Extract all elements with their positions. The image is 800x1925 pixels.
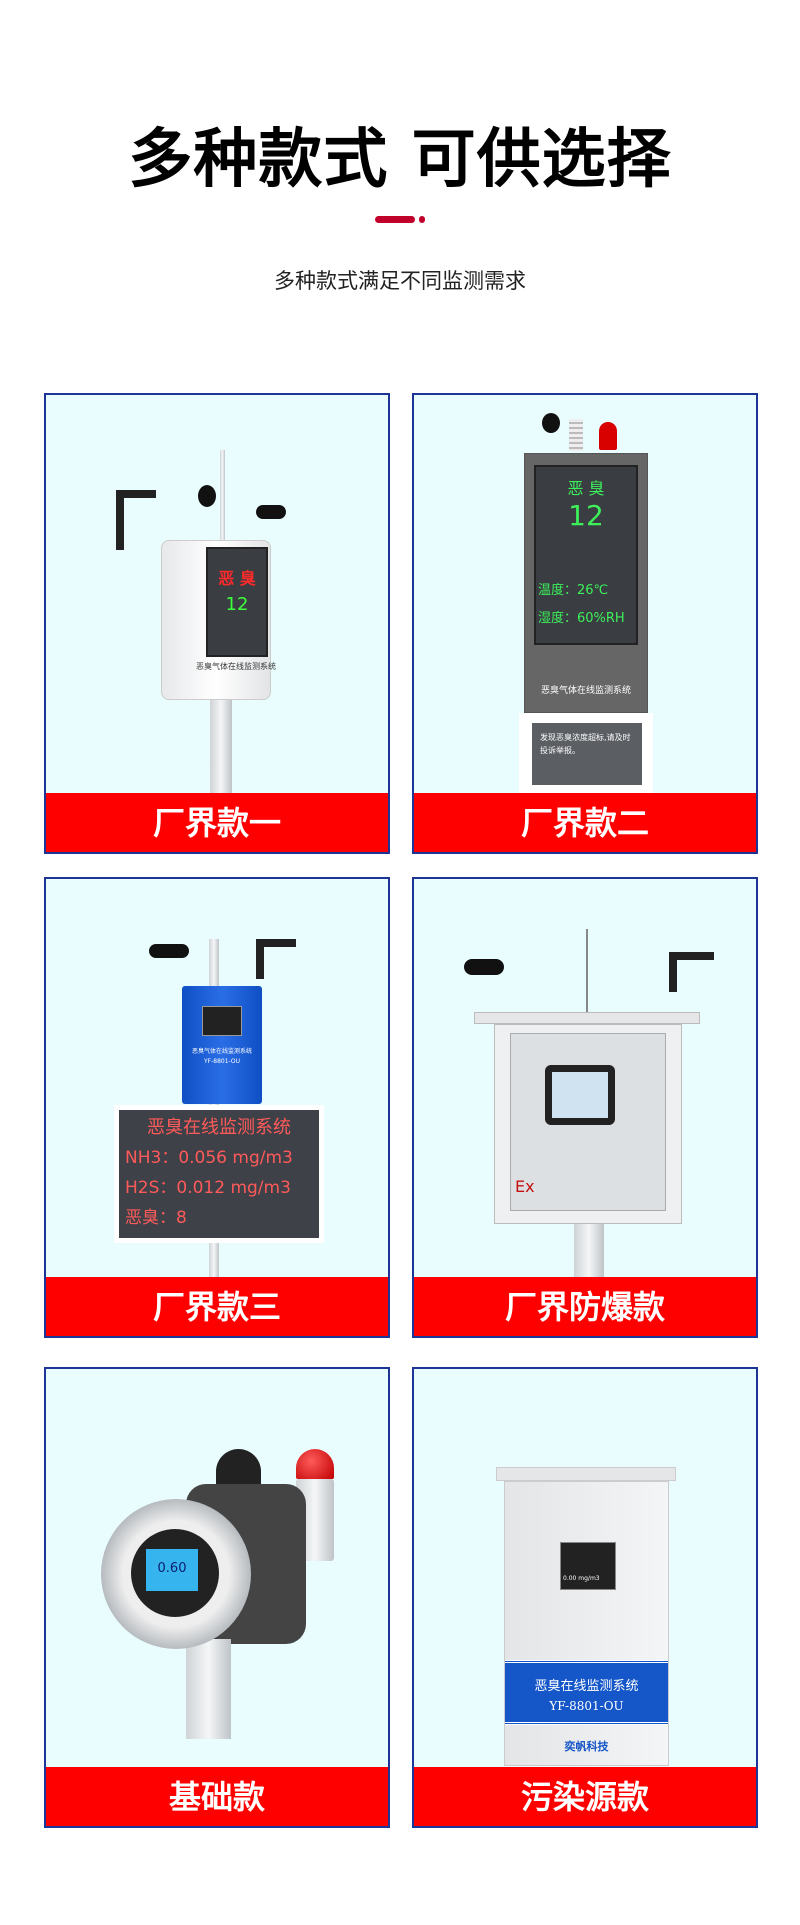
title-divider-dot xyxy=(419,216,425,223)
cabinet-roof xyxy=(496,1467,676,1481)
card-label: 厂界款三 xyxy=(46,1277,388,1336)
product-card-1[interactable]: 恶 臭 12 恶臭气体在线监测系统 厂界款一 xyxy=(44,393,390,854)
model-text: YF-8801-OU xyxy=(549,1699,624,1713)
card-label: 厂界款二 xyxy=(414,793,756,852)
panel-text: 恶臭在线监测系统 xyxy=(534,1679,639,1694)
screen-value: 12 xyxy=(568,499,604,532)
title-divider xyxy=(375,216,415,223)
notice-plate: 发现恶臭浓度超标,请及时投诉举报。 xyxy=(532,723,642,785)
antenna xyxy=(220,450,225,540)
model-text: YF-8801-OU xyxy=(204,1058,240,1065)
led-nh3: NH3：0.056 mg/m3 xyxy=(125,1148,293,1168)
screen-value: 12 xyxy=(225,594,249,615)
screen-title: 恶 臭 xyxy=(567,479,605,498)
wind-vane-icon xyxy=(116,490,156,550)
product-card-5[interactable]: 0.60 基础款 xyxy=(44,1367,390,1828)
lcd-screen: 0.60 xyxy=(146,1549,198,1591)
lcd-value: 0.60 xyxy=(157,1561,187,1576)
mini-screen xyxy=(202,1006,242,1036)
panel-text: 恶臭气体在线监测系统 xyxy=(191,1048,252,1055)
ex-mark: Ex xyxy=(515,1177,535,1196)
anemometer-icon xyxy=(464,959,504,975)
product-card-3[interactable]: 恶臭气体在线监测系统 YF-8801-OU 恶臭在线监测系统 NH3：0.056… xyxy=(44,877,390,1338)
page-title: 多种款式 可供选择 xyxy=(128,123,672,197)
noise-sensor-icon xyxy=(198,485,216,507)
card-label: 厂界款一 xyxy=(46,793,388,852)
card-label: 厂界防爆款 xyxy=(414,1277,756,1336)
antenna xyxy=(586,929,588,1024)
led-odor: 恶臭：8 xyxy=(125,1208,187,1228)
blue-nameplate: 恶臭在线监测系统 YF-8801-OU xyxy=(505,1660,668,1725)
product-card-2[interactable]: 恶 臭 12 温度：26℃ 湿度：60%RH 恶臭气体在线监测系统 发现恶臭浓度… xyxy=(412,393,758,854)
alarm-light-icon xyxy=(599,422,617,450)
screen-temp: 温度：26℃ xyxy=(538,583,609,598)
cabinet-screen: 0.00 mg/m3 xyxy=(560,1542,616,1590)
product-card-4[interactable]: Ex 厂界防爆款 xyxy=(412,877,758,1338)
panel-text: 恶臭气体在线监测系统 xyxy=(540,686,631,696)
screen-value: 0.00 mg/m3 xyxy=(563,1575,600,1582)
wind-vane-icon xyxy=(669,952,714,992)
monitor-box: 恶臭气体在线监测系统 YF-8801-OU xyxy=(182,986,262,1104)
device-screen: 恶 臭 12 温度：26℃ 湿度：60%RH xyxy=(534,465,638,645)
screen-title: 恶 臭 xyxy=(218,569,256,588)
device-screen: 恶 臭 12 xyxy=(206,547,268,657)
led-board: 恶臭在线监测系统 NH3：0.056 mg/m3 H2S：0.012 mg/m3… xyxy=(114,1105,324,1243)
anemometer-icon xyxy=(149,944,189,958)
page-subtitle: 多种款式满足不同监测需求 xyxy=(274,269,526,293)
card-label: 污染源款 xyxy=(414,1767,756,1826)
cabinet-roof xyxy=(474,1012,700,1024)
product-pole xyxy=(574,1224,604,1284)
led-title: 恶臭在线监测系统 xyxy=(147,1117,291,1138)
noise-sensor-icon xyxy=(542,413,560,433)
detector-head: 0.60 xyxy=(101,1499,251,1649)
brand-logo: 奕帆科技 xyxy=(564,1740,609,1753)
wind-vane-icon xyxy=(256,939,296,979)
panel-text: 恶臭气体在线监测系统 xyxy=(196,662,276,671)
product-card-6[interactable]: 0.00 mg/m3 恶臭在线监测系统 YF-8801-OU 奕帆科技 污染源款 xyxy=(412,1367,758,1828)
touch-screen xyxy=(545,1065,615,1125)
sensor-tube xyxy=(186,1639,231,1739)
pollution-source-cabinet: 0.00 mg/m3 恶臭在线监测系统 YF-8801-OU 奕帆科技 xyxy=(504,1481,669,1766)
led-h2s: H2S：0.012 mg/m3 xyxy=(125,1178,291,1198)
card-label: 基础款 xyxy=(46,1767,388,1826)
anemometer-icon xyxy=(256,505,286,519)
screen-humidity: 湿度：60%RH xyxy=(538,611,625,626)
thermo-shield-icon xyxy=(569,419,583,451)
alarm-light-icon xyxy=(296,1449,334,1479)
explosion-proof-cabinet: Ex xyxy=(494,1024,682,1224)
led-screen: 恶臭在线监测系统 NH3：0.056 mg/m3 H2S：0.012 mg/m3… xyxy=(119,1110,319,1238)
